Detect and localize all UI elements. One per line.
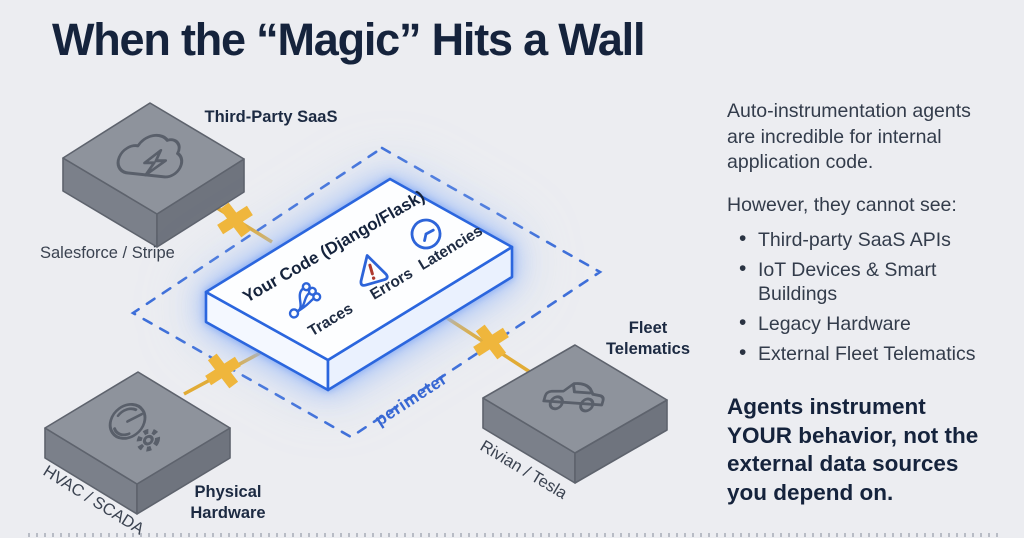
- key-takeaway-line: external data sources: [727, 451, 959, 476]
- x-mark-icon-saas: [217, 202, 253, 238]
- list-item: IoT Devices & Smart Buildings: [739, 257, 999, 306]
- key-takeaway-line: Agents instrument: [727, 394, 926, 419]
- limitations-list: Third-party SaaS APIs IoT Devices & Smar…: [727, 227, 999, 366]
- fleet-platform: [482, 344, 668, 484]
- saas-label: Third-Party SaaS: [205, 108, 338, 126]
- cannot-see-heading: However, they cannot see:: [727, 193, 957, 216]
- explanation-panel: Auto-instrumentation agents are incredib…: [727, 99, 999, 507]
- key-takeaway-line: you depend on.: [727, 479, 894, 505]
- diagram-svg: Your Code (Django/Flask) Traces Errors L…: [40, 102, 690, 538]
- car-icon: [542, 382, 605, 413]
- perimeter-boundary: [130, 146, 603, 439]
- saas-platform: [62, 102, 245, 248]
- page-title: When the “Magic” Hits a Wall: [52, 14, 645, 65]
- hardware-label-line2: Hardware: [190, 504, 265, 522]
- warning-triangle-icon: [359, 254, 389, 287]
- fleet-label-line1: Fleet: [629, 319, 668, 337]
- fleet-label-line2: Telematics: [606, 340, 690, 358]
- gauge-icon: [108, 402, 147, 440]
- gear-icon: [136, 428, 161, 452]
- clock-icon: [410, 218, 442, 250]
- hardware-label-line1: Physical: [195, 483, 262, 501]
- perimeter-label: perimeter: [371, 369, 450, 430]
- x-mark-icon-hardware: [205, 353, 241, 389]
- list-item: Third-party SaaS APIs: [739, 227, 999, 252]
- intro-paragraph: Auto-instrumentation agents are incredib…: [727, 100, 971, 173]
- x-mark-icon-fleet: [473, 324, 509, 360]
- trace-icon: [288, 282, 322, 319]
- cloud-lightning-icon: [116, 133, 184, 179]
- list-item: External Fleet Telematics: [739, 341, 999, 366]
- key-takeaway: Agents instrument YOUR behavior, not the…: [727, 393, 999, 507]
- your-code-platform: Your Code (Django/Flask) Traces Errors L…: [204, 177, 514, 392]
- hardware-platform: [44, 371, 231, 515]
- list-item: Legacy Hardware: [739, 311, 999, 336]
- saas-sublabel: Salesforce / Stripe: [40, 244, 175, 262]
- key-takeaway-line: YOUR behavior, not the: [727, 422, 979, 448]
- clipped-caption-strip: [28, 533, 1002, 537]
